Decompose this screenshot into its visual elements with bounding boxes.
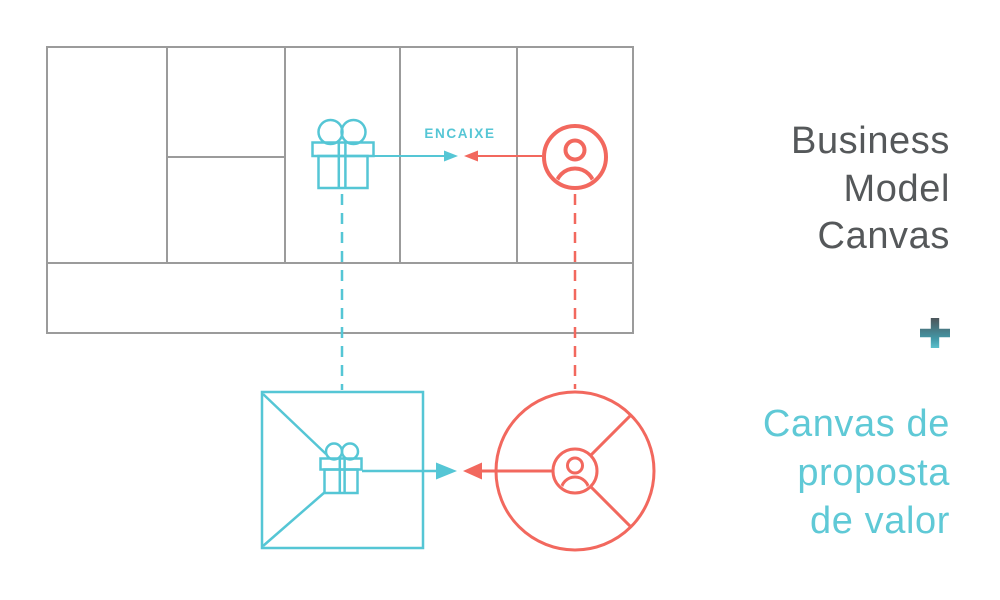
person-icon — [542, 124, 608, 190]
teal-arrowhead-bottom — [436, 462, 457, 480]
bmc-title: Business Model Canvas — [791, 120, 950, 257]
fit-arrows-top — [368, 150, 542, 162]
bmc-grid — [46, 46, 634, 334]
gift-icon-small — [319, 442, 363, 495]
segment-line-upper — [589, 414, 632, 457]
customer-profile-circle — [463, 390, 656, 552]
red-arrowhead-bottom — [463, 462, 482, 480]
vpc-subtitle: Canvas de proposta de valor — [762, 403, 950, 542]
value-map-square — [260, 390, 457, 550]
person-icon-small — [559, 456, 591, 491]
bmc-outer-border — [46, 46, 634, 334]
gift-icon — [311, 118, 375, 190]
segment-line-lower — [589, 485, 632, 528]
teal-arrowhead — [444, 150, 458, 162]
red-arrowhead — [464, 150, 478, 162]
fit-label: ENCAIXE — [424, 126, 496, 141]
